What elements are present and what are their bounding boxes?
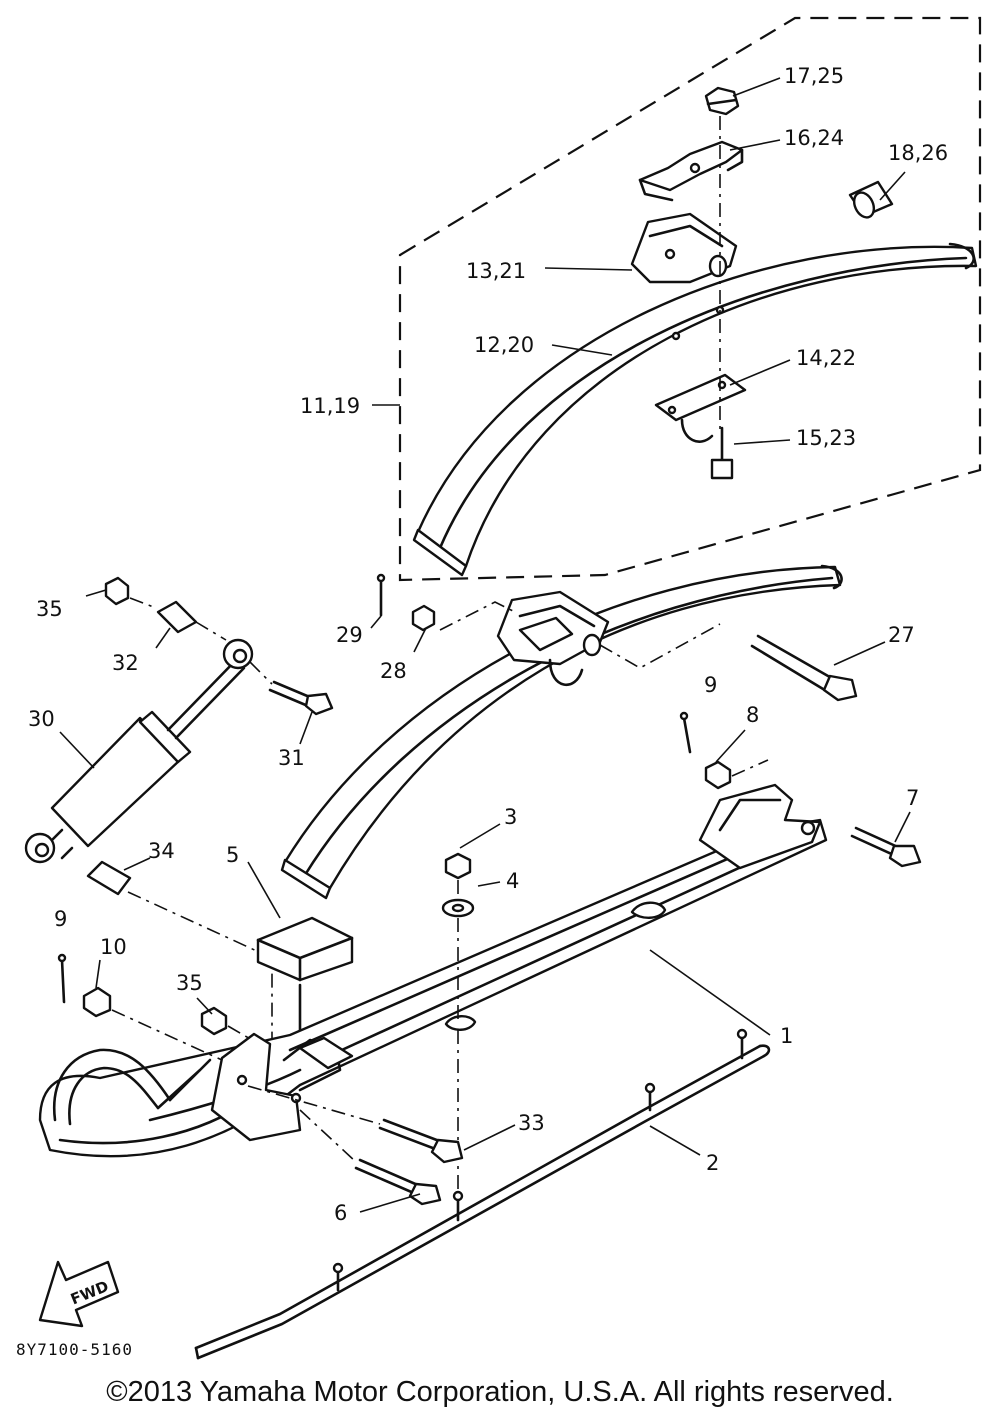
callout-10: 10: [100, 935, 127, 959]
nut-35-lower: [200, 1006, 228, 1036]
assembly-line-10: [111, 1009, 253, 1061]
leader-lines: [59, 77, 911, 1213]
bolt-upper: [710, 426, 734, 480]
copyright-notice: ©2013 Yamaha Motor Corporation, U.S.A. A…: [106, 1376, 894, 1408]
callout-16-24: 16,24: [784, 126, 844, 150]
callout-2: 2: [706, 1151, 719, 1175]
bolt-33: [378, 1118, 464, 1164]
assembly-line-shock-bottom: [127, 891, 273, 1040]
part-code: 8Y7100-5160: [16, 1340, 133, 1359]
callout-3: 3: [504, 805, 517, 829]
bolt-7: [850, 826, 922, 868]
pin-9-upper: [679, 711, 692, 754]
nut-upper: [704, 86, 740, 116]
callout-17-25: 17,25: [784, 64, 844, 88]
assembly-line-shock-top: [129, 597, 273, 685]
callout-14-22: 14,22: [796, 346, 856, 370]
spring-bushing-upper: [848, 180, 894, 219]
callout-7: 7: [906, 786, 919, 810]
callout-35-lower: 35: [176, 971, 203, 995]
nut-3: [444, 852, 472, 880]
spring-plate-lower: [654, 373, 747, 443]
callout-15-23: 15,23: [796, 426, 856, 450]
callout-31: 31: [278, 746, 305, 770]
spring-bracket-upper: [630, 212, 738, 284]
nut-28: [411, 604, 436, 632]
clamp-plate-upper: [638, 140, 744, 202]
upper-leaf-spring: [412, 242, 978, 577]
collar-34: [86, 860, 132, 896]
callout-18-26: 18,26: [888, 141, 948, 165]
ski-loop-handle: [52, 1048, 212, 1126]
callout-11-19: 11,19: [300, 394, 360, 418]
collar-32: [156, 600, 198, 634]
callout-28: 28: [380, 659, 407, 683]
wear-bar: [194, 1028, 771, 1360]
washer-4: [441, 898, 475, 918]
callout-29: 29: [336, 623, 363, 647]
ski-assembly-diagram: FWD 17,25 16,24 18,26 13,21 12,20 11: [24, 16, 982, 1360]
nut-10: [82, 986, 112, 1018]
nut-8: [704, 760, 732, 790]
bolt-27: [750, 634, 858, 702]
fwd-arrow-icon: FWD: [38, 1260, 120, 1328]
assembled-spring-bracket: [496, 590, 610, 687]
callout-32: 32: [112, 651, 139, 675]
callout-4: 4: [506, 869, 519, 893]
callout-9-lower: 9: [54, 907, 67, 931]
assembly-line-8: [731, 759, 769, 777]
callout-12-20: 12,20: [474, 333, 534, 357]
callout-5: 5: [226, 843, 239, 867]
nut-35-upper: [104, 576, 130, 606]
pin-29: [376, 573, 386, 617]
bumper-pad-5: [256, 916, 354, 1032]
callout-27: 27: [888, 623, 915, 647]
ski-front-bracket: [210, 1032, 354, 1142]
ski-rear-bracket: [698, 783, 822, 870]
callout-6: 6: [334, 1201, 347, 1225]
callout-1: 1: [780, 1024, 793, 1048]
exploded-group-boundary: [398, 16, 982, 582]
assembly-line-bolts: [247, 1085, 381, 1163]
callout-30: 30: [28, 707, 55, 731]
assembly-line-28: [439, 601, 516, 631]
pin-9-lower: [57, 953, 67, 1004]
callout-9-upper: 9: [704, 673, 717, 697]
bolt-31: [268, 680, 334, 716]
callout-34: 34: [148, 839, 175, 863]
bolt-6: [354, 1158, 442, 1206]
callout-33: 33: [518, 1111, 545, 1135]
assembly-line-27: [599, 623, 721, 669]
callout-8: 8: [746, 703, 759, 727]
callout-13-21: 13,21: [466, 259, 526, 283]
callout-35-upper: 35: [36, 597, 63, 621]
shock-absorber: [24, 638, 254, 864]
